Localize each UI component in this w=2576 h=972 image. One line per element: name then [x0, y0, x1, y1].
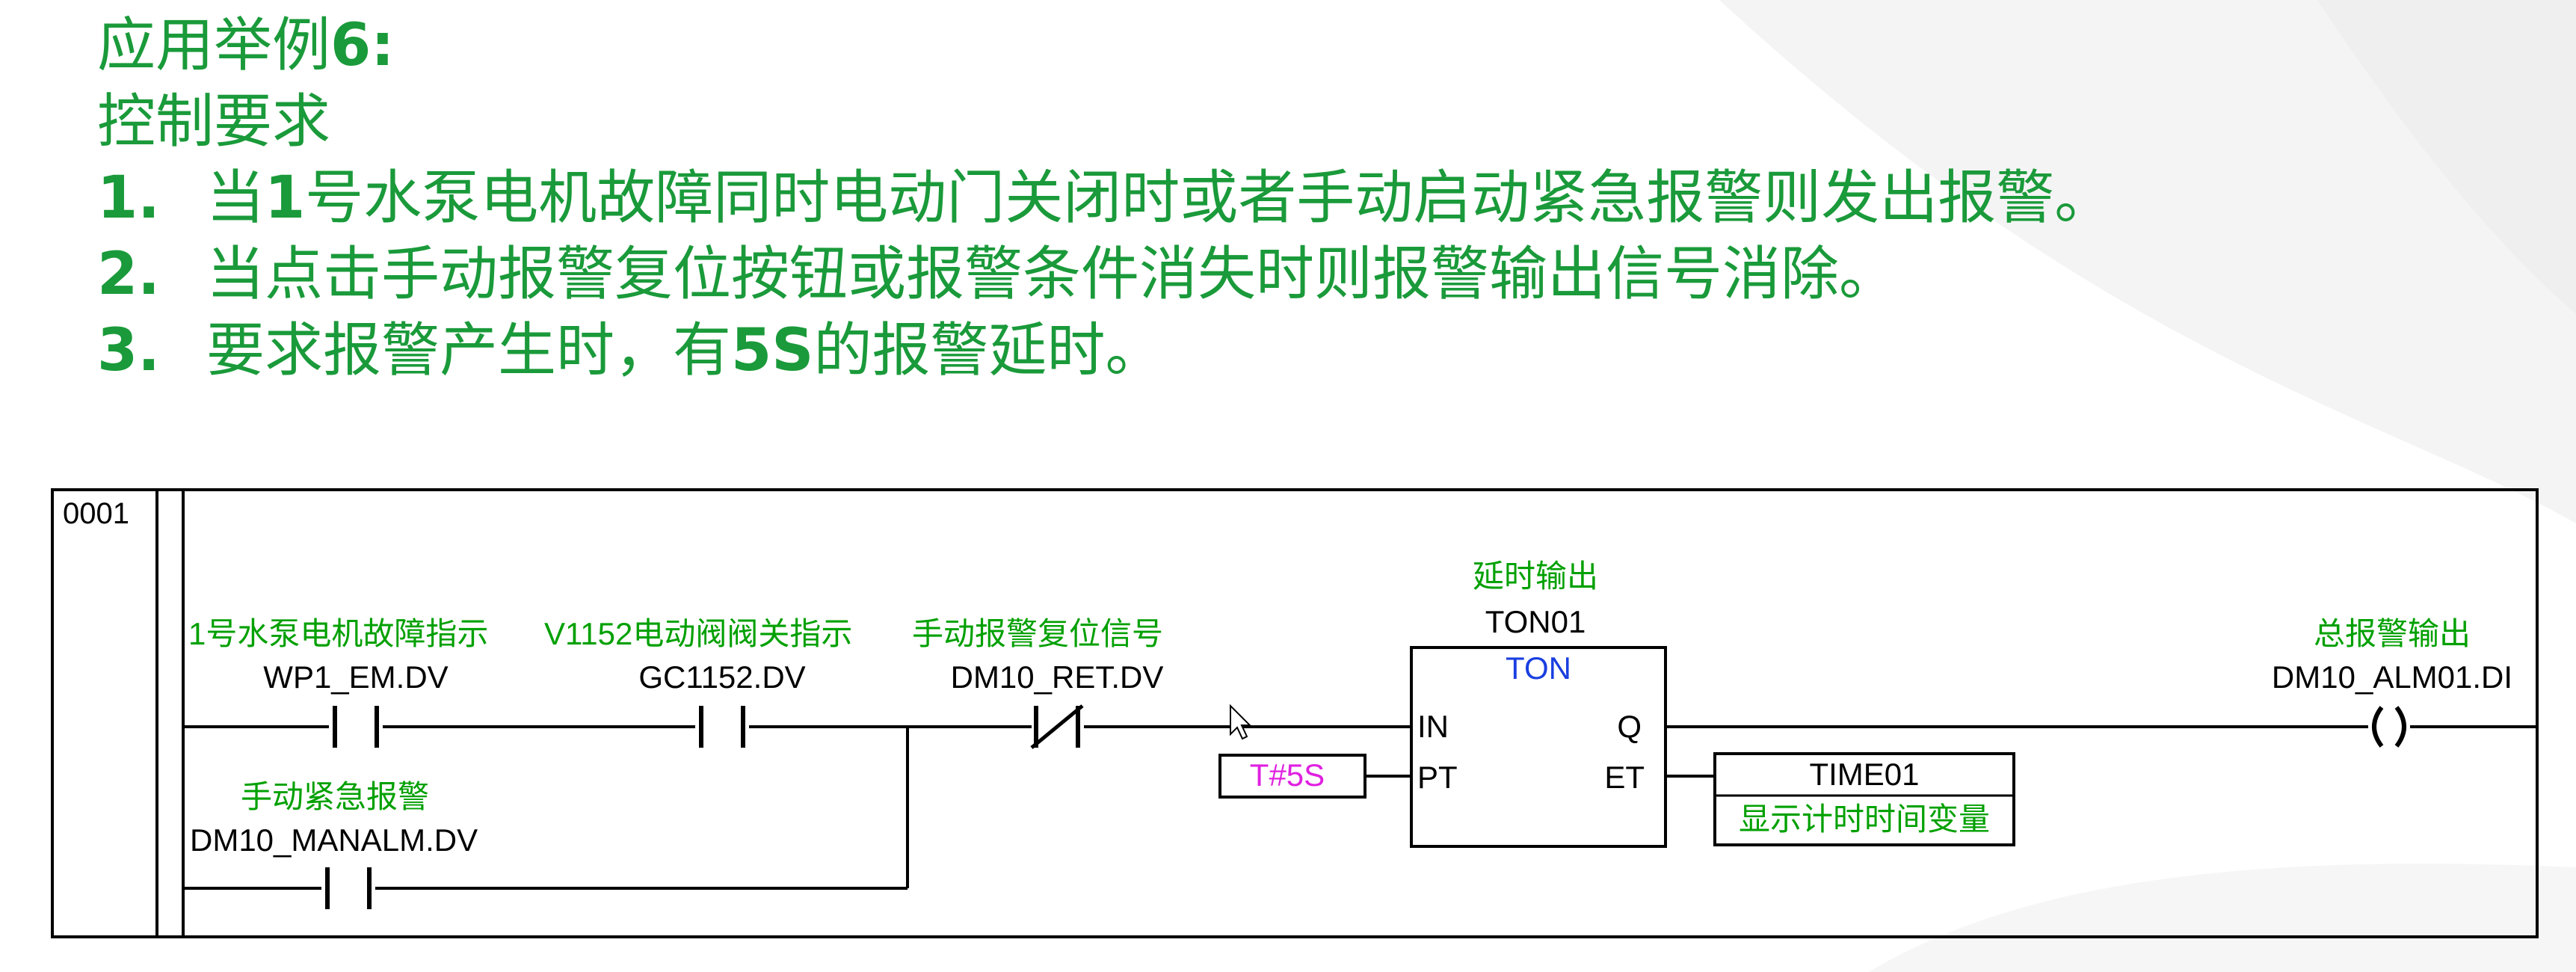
slide-title: 应用举例6:	[97, 12, 395, 79]
timer-pt-label: PT	[1417, 760, 1458, 795]
timer-q-label: Q	[1617, 709, 1642, 744]
coil-dm10-alm01[interactable]: 总报警输出 DM10_ALM01.DI	[2272, 616, 2512, 748]
contact-dm10-manalm[interactable]: 手动紧急报警 DM10_MANALM.DV	[190, 779, 478, 909]
svg-text:手动报警复位信号: 手动报警复位信号	[912, 616, 1163, 651]
svg-text:WP1_EM.DV: WP1_EM.DV	[263, 659, 448, 695]
timer-in-label: IN	[1417, 709, 1449, 744]
svg-text:V1152电动阀阀关指示: V1152电动阀阀关指示	[544, 616, 852, 651]
et-output-comment: 显示计时时间变量	[1739, 802, 1990, 837]
et-output-tag: TIME01	[1809, 757, 1919, 792]
et-output-variable[interactable]: TIME01 显示计时时间变量	[1666, 752, 2015, 846]
rung-frame	[51, 488, 2539, 938]
timer-et-label: ET	[1604, 760, 1645, 795]
nc-slash	[1030, 704, 1084, 749]
rung-number: 0001	[63, 497, 129, 530]
timer-comment: 延时输出	[1473, 559, 1598, 594]
coil-tag: DM10_ALM01.DI	[2272, 659, 2512, 695]
coil-left-arc	[2372, 706, 2384, 748]
svg-text:GC1152.DV: GC1152.DV	[638, 659, 805, 695]
contact-wp1-em[interactable]: 1号水泵电机故障指示 WP1_EM.DV	[188, 616, 488, 748]
coil-right-arc	[2394, 706, 2406, 748]
mouse-cursor-icon	[1230, 704, 1252, 740]
svg-text:DM10_RET.DV: DM10_RET.DV	[951, 659, 1164, 695]
pt-constant[interactable]: T#5S	[1218, 754, 1411, 799]
timer-type: TON	[1506, 650, 1571, 686]
contact-gc1152[interactable]: V1152电动阀阀关指示 GC1152.DV	[544, 616, 852, 748]
timer-instance: TON01	[1485, 604, 1586, 639]
requirement-2: 2. 当点击手动报警复位按钮或报警条件消失时则报警输出信号消除。	[97, 241, 1898, 308]
et-output-box	[1713, 752, 2015, 846]
pt-constant-value: T#5S	[1250, 757, 1325, 793]
contact-dm10-ret[interactable]: 手动报警复位信号 DM10_RET.DV	[912, 616, 1164, 749]
slide-subtitle: 控制要求	[97, 88, 331, 156]
svg-text:DM10_MANALM.DV: DM10_MANALM.DV	[190, 822, 478, 858]
svg-text:1号水泵电机故障指示: 1号水泵电机故障指示	[188, 616, 488, 651]
timer-box	[1410, 646, 1667, 848]
timer-block[interactable]: 延时输出 TON01 TON IN PT Q ET	[1410, 559, 1667, 848]
coil-comment: 总报警输出	[2314, 616, 2471, 651]
pt-constant-box	[1218, 754, 1366, 799]
svg-text:手动紧急报警: 手动紧急报警	[241, 779, 429, 814]
